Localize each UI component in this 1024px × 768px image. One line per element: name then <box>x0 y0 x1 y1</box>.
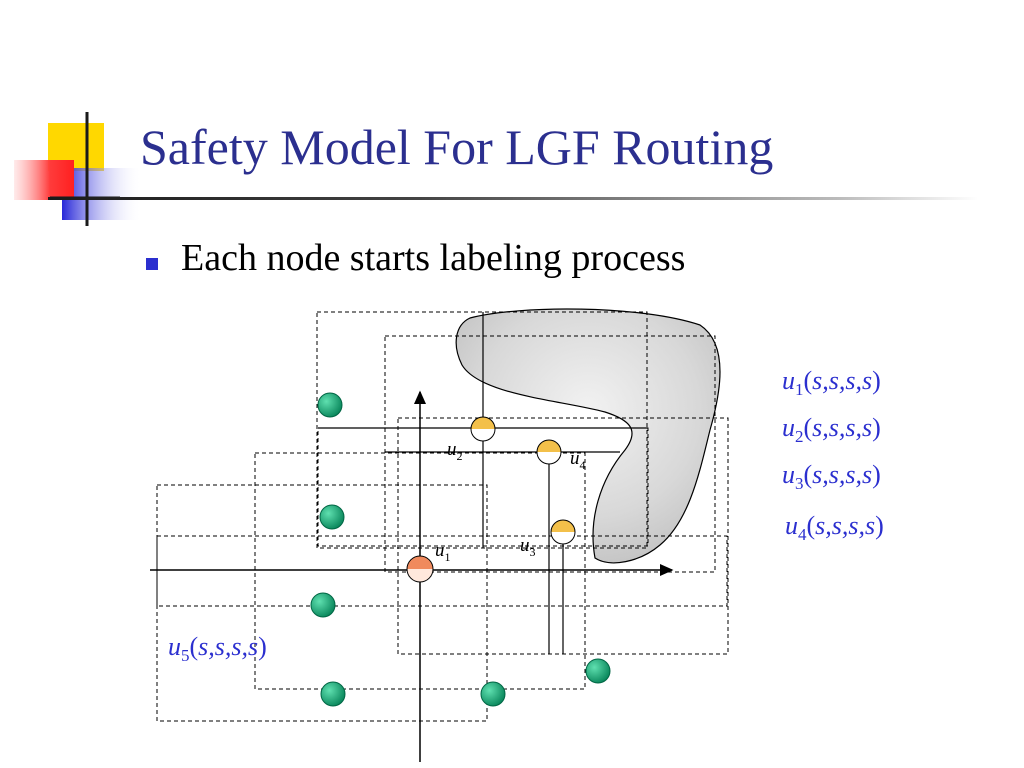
equation-u1: u1(s,s,s,s) <box>782 366 881 400</box>
node-u1 <box>406 555 434 583</box>
range-box <box>156 535 728 607</box>
node-u4 <box>536 439 562 465</box>
node-u3-label: u3 <box>520 535 536 559</box>
slide-title: Safety Model For LGF Routing <box>140 119 774 175</box>
obstacle-region <box>455 308 721 564</box>
title-divider <box>48 197 978 200</box>
bullet-marker <box>146 258 158 270</box>
range-box <box>316 311 648 549</box>
range-box <box>156 484 488 722</box>
safe-node <box>480 681 506 707</box>
equation-u4: u4(s,s,s,s) <box>785 511 884 545</box>
node-u3 <box>550 519 576 545</box>
safe-node <box>585 658 611 684</box>
equation-u5: u5(s,s,s,s) <box>168 632 267 666</box>
safe-node <box>320 681 346 707</box>
node-u2-label: u2 <box>447 439 463 463</box>
range-boxes <box>156 311 729 722</box>
node-u4-label: u4 <box>570 448 586 472</box>
safe-node <box>319 504 345 530</box>
range-box <box>384 335 716 573</box>
bullet-text: Each node starts labeling process <box>181 237 686 279</box>
equation-u2: u2(s,s,s,s) <box>782 413 881 447</box>
safe-node <box>310 592 336 618</box>
safe-node <box>317 392 343 418</box>
node-u1-label: u1 <box>435 540 451 564</box>
equation-u3: u3(s,s,s,s) <box>782 460 881 494</box>
node-u2 <box>470 416 496 442</box>
safe-nodes <box>310 392 611 707</box>
